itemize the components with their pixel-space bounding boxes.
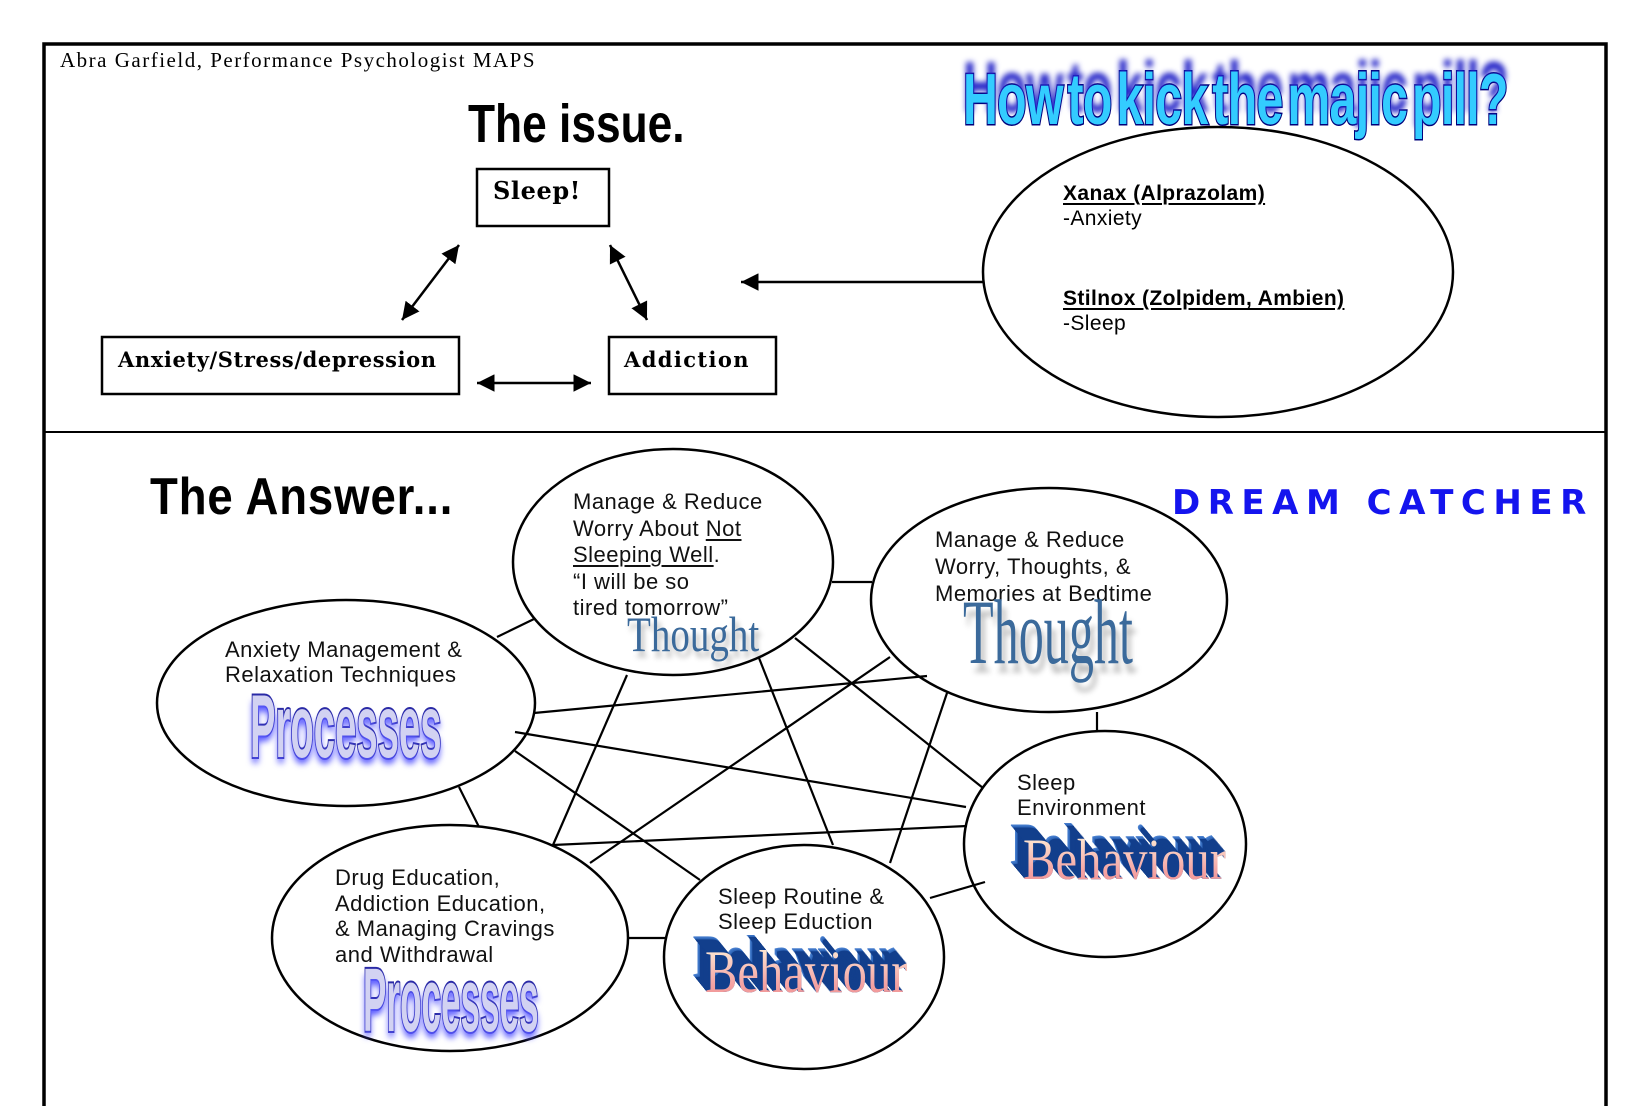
- text-line: & Managing Cravings: [335, 916, 555, 942]
- text-line: and Withdrawal: [335, 942, 494, 968]
- text-segment: Worry About: [573, 515, 706, 541]
- connector-anxiety-sleep-environment: [514, 730, 967, 809]
- arrow-sleep-addiction: [608, 244, 649, 321]
- medication-purpose: -Anxiety: [1063, 207, 1143, 230]
- text-line: Memories at Bedtime: [935, 581, 1153, 606]
- addiction-box: [607, 335, 778, 396]
- connector-anxiety-worry-not-sleeping: [496, 618, 535, 638]
- anxiety-box: [100, 335, 461, 396]
- node-anxiety-management-text: Anxiety Management & Relaxation Techniqu…: [225, 637, 462, 687]
- connector-worry-bedtime-sleep-routine: [888, 692, 949, 864]
- addiction-box-label: Addiction: [624, 347, 750, 372]
- text-line: “I will be so: [573, 569, 763, 596]
- author-credit: Abra Garfield, Performance Psychologist …: [60, 48, 537, 72]
- text-segment: Manage & Reduce: [573, 489, 763, 514]
- connector-worry-not-sleeping-sleep-routine: [757, 657, 835, 846]
- category-behaviour-extrusion: Behaviour: [705, 942, 907, 1002]
- connector-worry-bedtime-drug-education: [589, 656, 891, 864]
- node-drug-education-text: Drug Education, Addiction Education, & M…: [335, 865, 555, 968]
- connector-anxiety-drug-education: [458, 786, 480, 828]
- category-behaviour-label: Behaviour: [1023, 827, 1226, 892]
- headline-wordart: How to kick the majic pill?: [962, 60, 1510, 140]
- node-anxiety-management: [155, 598, 537, 808]
- node-drug-education: [270, 823, 630, 1053]
- underlined-segment: Sleeping Well: [573, 542, 714, 567]
- connector-sleep-routine-sleep-environment: [929, 880, 986, 900]
- sleep-box-label: Sleep!: [493, 176, 581, 205]
- node-sleep-routine-text: Sleep Routine & Sleep Eduction: [718, 884, 885, 934]
- text-line: Anxiety Management &: [225, 637, 463, 662]
- text-line: Manage & Reduce: [573, 489, 763, 516]
- text-line: Environment: [1017, 795, 1147, 820]
- connector-worry-not-sleeping-drug-education: [551, 674, 629, 846]
- medications-ellipse: [981, 125, 1455, 419]
- medication-stilnox: Stilnox (Zolpidem, Ambien) -Sleep: [1063, 286, 1344, 336]
- anxiety-box-label: Anxiety/Stress/depression: [118, 347, 437, 372]
- category-processes-label: Processes: [249, 676, 442, 776]
- text-line: Sleep Routine &: [718, 884, 885, 909]
- node-sleep-routine: [662, 843, 946, 1071]
- connector-drug-education-sleep-environment: [552, 824, 968, 847]
- category-behaviour-label: Behaviour: [705, 939, 908, 1005]
- node-worry-bedtime-text: Manage & Reduce Worry, Thoughts, & Memor…: [935, 526, 1152, 607]
- issue-title: The issue.: [468, 94, 685, 154]
- text-line: Sleep Eduction: [718, 909, 873, 934]
- text-line: Drug Education,: [335, 865, 501, 890]
- node-worry-not-sleeping-text: Manage & Reduce Worry About Not Sleeping…: [573, 489, 763, 622]
- answer-title: The Answer...: [150, 468, 454, 526]
- connector-anxiety-worry-bedtime: [533, 674, 928, 715]
- brand-dream-catcher: DREAM CATCHER: [1172, 483, 1594, 523]
- text-line: Addiction Education,: [335, 890, 546, 916]
- category-processes-label: Processes: [362, 951, 539, 1051]
- category-thought-label: Thought: [963, 581, 1133, 683]
- text-line: tired tomorrow”: [573, 595, 763, 622]
- text-line: Worry, Thoughts, &: [935, 554, 1132, 579]
- sleep-box: [475, 167, 611, 228]
- arrow-sleep-anxiety: [401, 244, 460, 321]
- medication-purpose: -Sleep: [1063, 312, 1127, 335]
- page-border: [42, 42, 1608, 1106]
- category-behaviour-extrusion: Behaviour: [1023, 831, 1226, 889]
- node-worry-not-sleeping: [511, 447, 835, 677]
- connector-worry-not-sleeping-sleep-environment: [794, 637, 984, 789]
- text-segment: tired tomorrow”: [573, 595, 729, 620]
- text-line: Manage & Reduce: [935, 527, 1125, 552]
- text-line: Sleeping Well.: [573, 542, 763, 569]
- text-line: Relaxation Techniques: [225, 662, 457, 687]
- connector-anxiety-sleep-routine: [514, 750, 701, 881]
- node-sleep-environment: [962, 729, 1248, 959]
- node-sleep-environment-text: Sleep Environment: [1017, 770, 1146, 820]
- medication-xanax: Xanax (Alprazolam) -Anxiety: [1063, 181, 1265, 231]
- node-worry-bedtime: [869, 486, 1229, 714]
- text-segment: “I will be so: [573, 568, 690, 594]
- underlined-segment: Not: [705, 515, 742, 541]
- medication-name: Stilnox (Zolpidem, Ambien): [1063, 287, 1345, 310]
- medication-name: Xanax (Alprazolam): [1063, 182, 1266, 205]
- category-thought-label: Thought: [627, 606, 760, 662]
- text-line: Sleep: [1017, 770, 1076, 795]
- text-line: Worry About Not: [573, 516, 763, 543]
- text-segment: .: [713, 542, 721, 567]
